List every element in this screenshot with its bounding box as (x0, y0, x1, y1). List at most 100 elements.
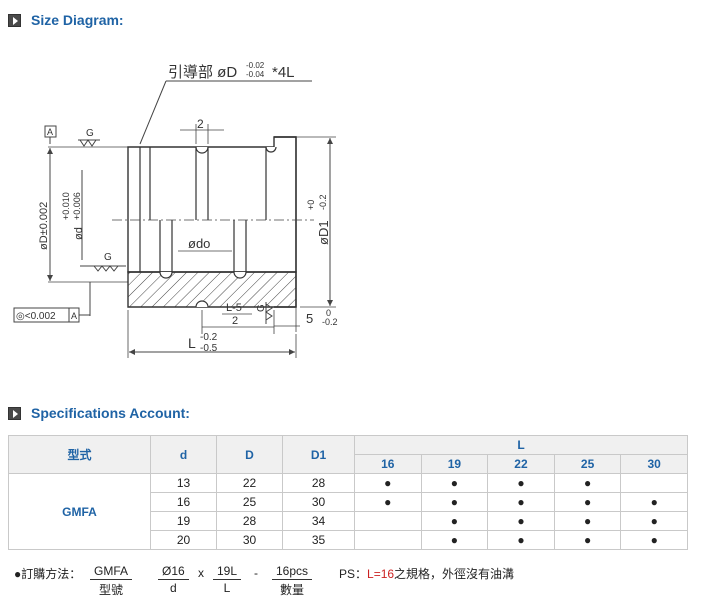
svg-text:+0: +0 (306, 200, 316, 210)
arrow-bullet-icon (8, 406, 21, 420)
dim-oil-hole: ødo (178, 236, 232, 252)
svg-text:*4L: *4L (272, 64, 295, 81)
order-note: PS：L=16之規格，外徑沒有油溝 (339, 567, 515, 581)
cell-mark: ● (553, 511, 622, 531)
order-sep-x: x (198, 566, 204, 580)
svg-text:+0.010: +0.010 (61, 192, 71, 220)
svg-text:0: 0 (326, 308, 331, 318)
order-part-qty: 16pcs 數量 (272, 564, 313, 598)
cell-mark: ● (354, 473, 422, 493)
svg-text:L: L (188, 335, 196, 351)
col-L-22: 22 (487, 454, 555, 474)
svg-text:G: G (256, 304, 267, 312)
svg-text:5: 5 (306, 311, 313, 326)
dim-l-offset: L-5 2 (201, 302, 275, 334)
cell-mark: ● (553, 492, 622, 512)
cell-mark (354, 530, 422, 550)
cell-mark: ● (487, 530, 555, 550)
svg-text:øD1: øD1 (316, 220, 331, 245)
size-diagram: 引導部 øD -0.02 -0.04 *4L A G øD±0.002 ød +… (13, 61, 338, 358)
col-model: 型式 (8, 435, 151, 474)
grind-mark-top: G (78, 128, 100, 147)
cell-mark: ● (553, 530, 622, 550)
cell-mark: ● (420, 473, 489, 493)
cell-d: 19 (150, 511, 217, 531)
cell-D: 30 (216, 530, 283, 550)
cell-d: 13 (150, 473, 217, 493)
svg-text:引導部 øD: 引導部 øD (168, 64, 237, 81)
specifications-title: Specifications Account: (31, 405, 190, 421)
svg-text:+0.006: +0.006 (72, 192, 82, 220)
cell-mark: ● (487, 492, 555, 512)
concentricity-box: ◎<0.002 A (13, 282, 91, 323)
spec-table: 型式 d D D1 L 16 19 22 25 30 GMFA 13 22 28… (8, 435, 688, 550)
col-L-30: 30 (620, 454, 688, 474)
col-L-19: 19 (420, 454, 489, 474)
datum-a-box: A (44, 125, 57, 144)
table-row: 20 30 35 ● ● ● ● (9, 530, 688, 550)
dim-flange-d1: øD1 +0 -0.2 (296, 136, 336, 308)
svg-text:G: G (104, 252, 112, 263)
dim-length: L -0.2 -0.5 (127, 310, 297, 358)
cell-mark: ● (620, 530, 688, 550)
size-diagram-title: Size Diagram: (31, 12, 124, 28)
svg-text:◎<0.002: ◎<0.002 (16, 311, 56, 322)
specifications-heading: Specifications Account: (8, 405, 190, 421)
size-diagram-heading: Size Diagram: (8, 12, 124, 28)
order-part-l: 19L L (213, 564, 242, 595)
col-D: D (216, 435, 283, 474)
col-D1: D1 (282, 435, 355, 474)
cell-mark: ● (487, 473, 555, 493)
table-row: GMFA 13 22 28 ● ● ● ● (8, 473, 688, 550)
cell-mark: ● (553, 473, 622, 493)
cell-mark: ● (354, 492, 422, 512)
order-part-d: Ø16 d (158, 564, 189, 595)
svg-text:-0.2: -0.2 (322, 317, 338, 327)
cell-mark: ● (487, 511, 555, 531)
dim-inner-d: ød +0.010 +0.006 (61, 170, 85, 260)
svg-text:-0.02: -0.02 (246, 61, 265, 70)
arrow-bullet-icon (8, 13, 21, 27)
cell-D: 28 (216, 511, 283, 531)
svg-text:ød: ød (73, 227, 85, 240)
svg-text:2: 2 (197, 117, 204, 131)
cell-mark (354, 511, 422, 531)
svg-text:øD±0.002: øD±0.002 (38, 202, 50, 250)
table-header-row: 型式 d D D1 L (8, 435, 688, 474)
cell-mark (620, 473, 688, 493)
table-row: 19 28 34 ● ● ● ● (9, 511, 688, 531)
dim-groove-width: 2 (180, 117, 224, 144)
svg-text:-0.2: -0.2 (200, 332, 218, 343)
cell-D: 22 (216, 473, 283, 493)
col-d: d (150, 435, 217, 474)
cell-d: 20 (150, 530, 217, 550)
cell-mark: ● (420, 492, 489, 512)
svg-text:A: A (71, 311, 77, 321)
grind-mark-right: G (256, 302, 273, 324)
guide-label: 引導部 øD -0.02 -0.04 *4L (139, 61, 312, 145)
table-subheader-row: 16 19 22 25 30 (9, 454, 688, 474)
dim-outer-d: øD±0.002 (38, 148, 53, 281)
cell-D1: 34 (282, 511, 355, 531)
order-lead: ●訂購方法： (14, 567, 82, 581)
cell-D1: 30 (282, 492, 355, 512)
bushing-body (112, 136, 314, 308)
cell-D: 25 (216, 492, 283, 512)
svg-text:-0.2: -0.2 (318, 194, 328, 210)
svg-text:-0.5: -0.5 (200, 343, 218, 354)
grind-mark-mid: G (80, 252, 126, 272)
cell-mark: ● (620, 511, 688, 531)
col-L-16: 16 (354, 454, 422, 474)
svg-text:2: 2 (232, 315, 238, 327)
cell-d: 16 (150, 492, 217, 512)
cell-mark: ● (620, 492, 688, 512)
col-L: L (354, 435, 688, 455)
cell-mark: ● (420, 511, 489, 531)
cell-D1: 28 (282, 473, 355, 493)
svg-text:ødo: ødo (188, 236, 210, 251)
order-sep-dash: - (254, 566, 258, 580)
table-row: 16 25 30 ● ● ● ● ● (9, 492, 688, 512)
svg-text:A: A (47, 127, 53, 137)
svg-text:G: G (86, 128, 94, 139)
dim-flange-thickness: 5 0 -0.2 (274, 308, 338, 332)
